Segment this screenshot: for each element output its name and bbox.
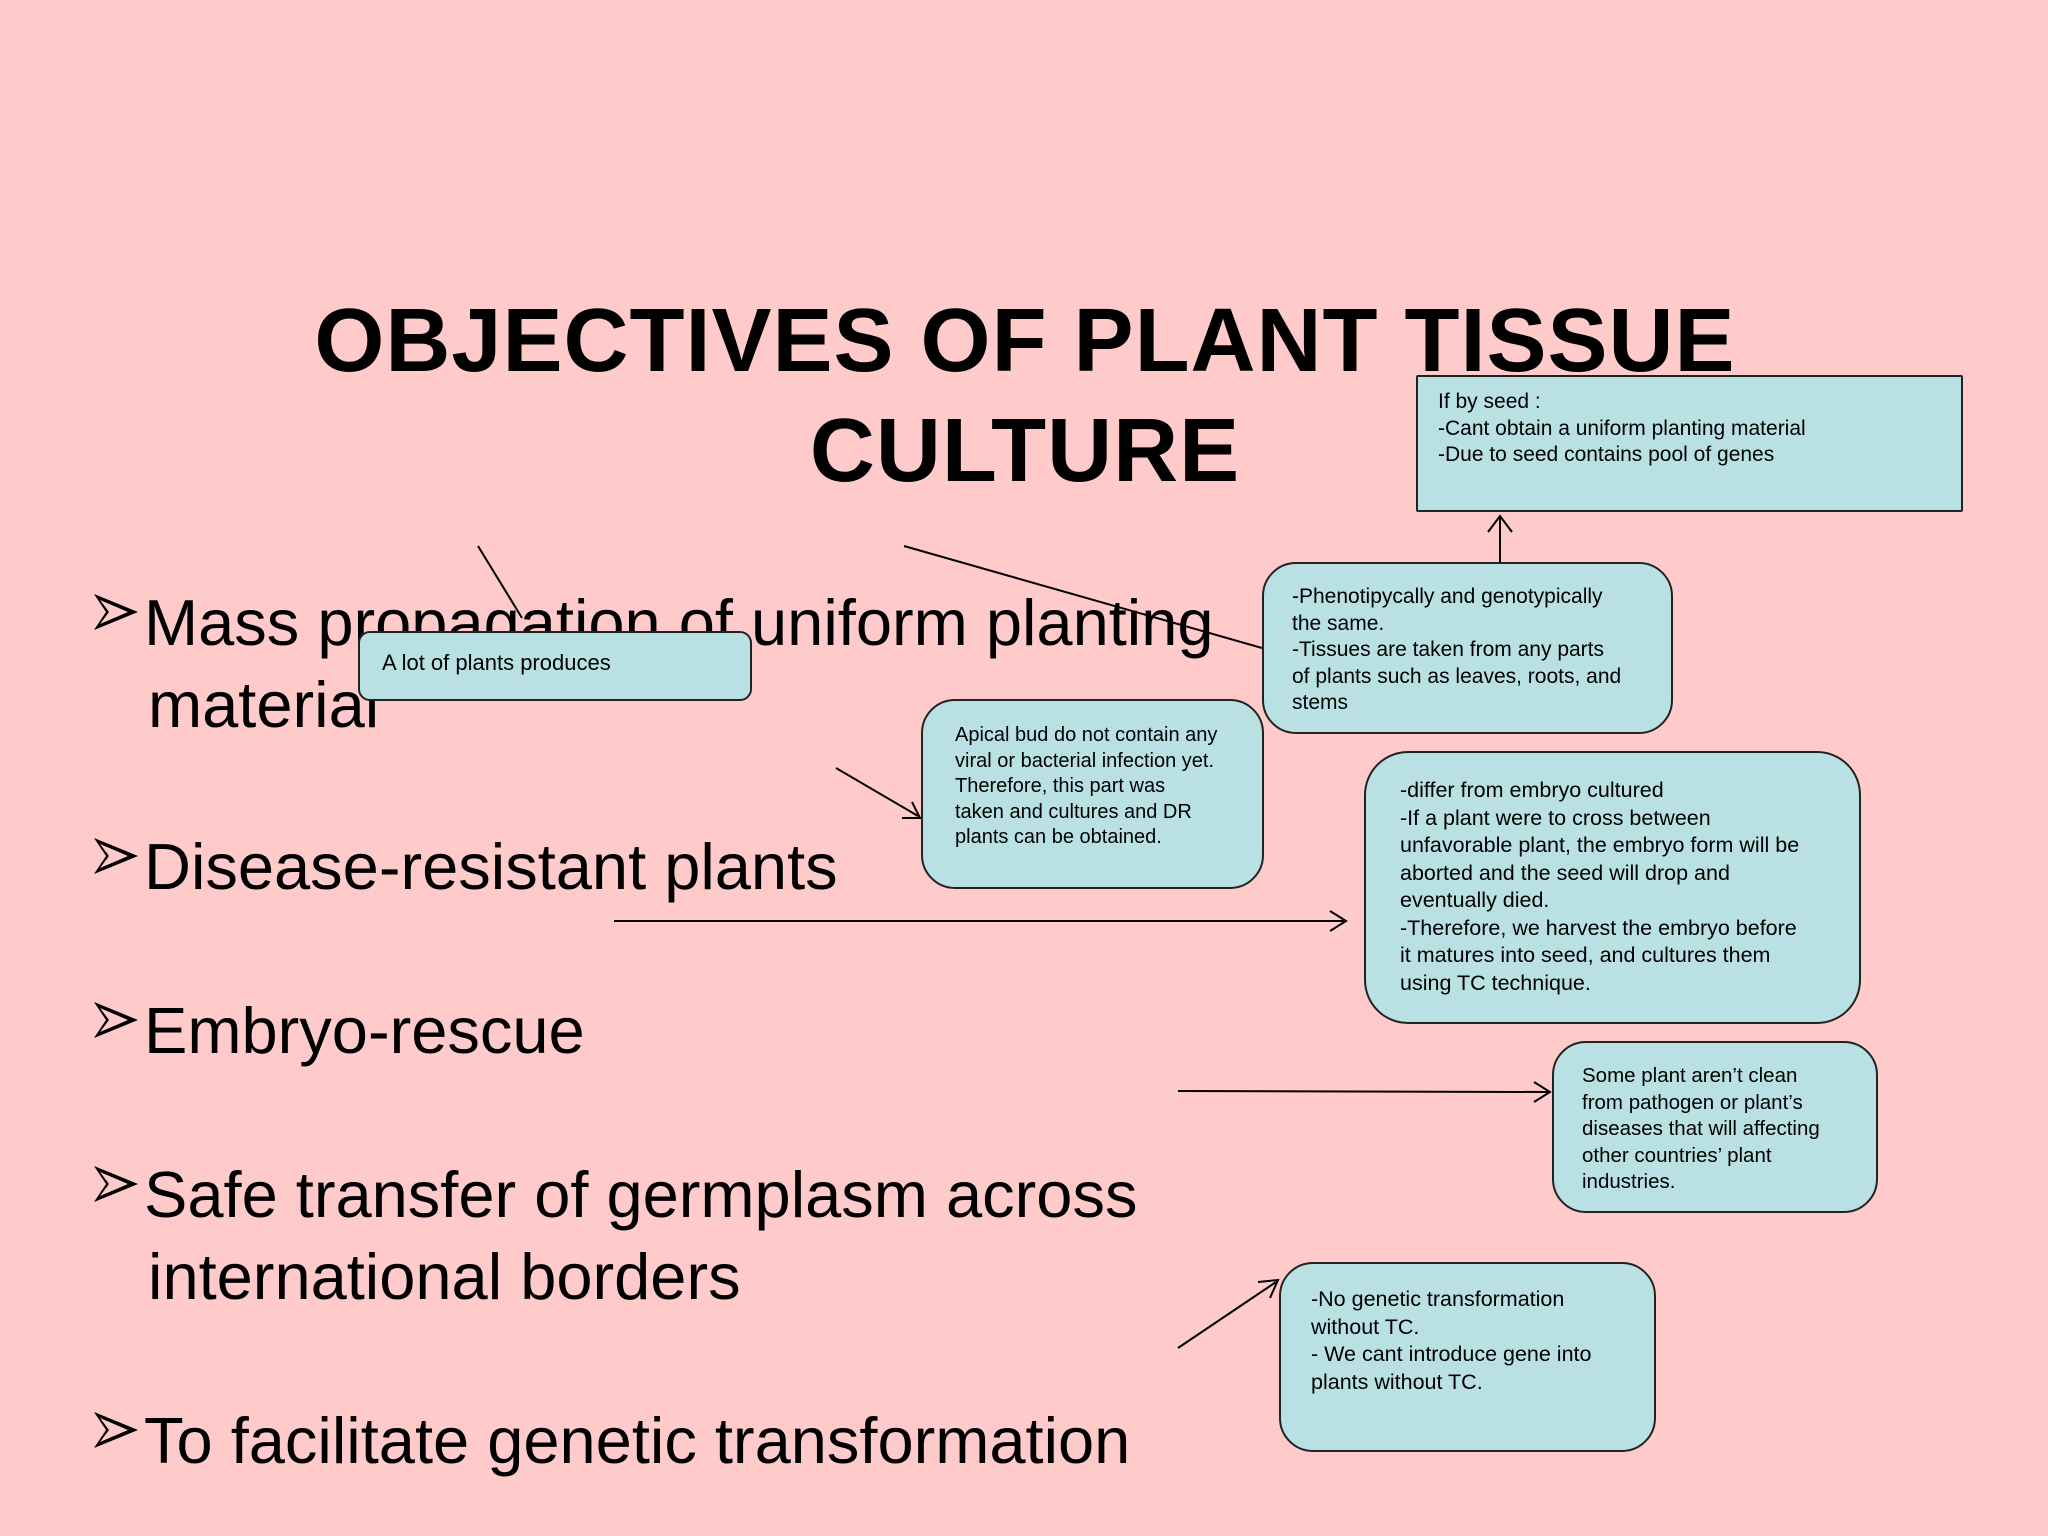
connector-line [835, 767, 919, 817]
note-text-line: diseases that will affecting [1582, 1117, 1820, 1140]
bullet-text-line: Safe transfer of germplasm across [144, 1158, 1138, 1231]
connector-line [1177, 1281, 1277, 1349]
arrowhead-icon [1257, 1278, 1280, 1299]
connector-line [1177, 1090, 1549, 1093]
bullet-safe-transfer: Safe transfer of germplasm across intern… [92, 1154, 1137, 1318]
note-text-line: -differ from embryo cultured [1400, 778, 1664, 802]
note-text-line: other countries’ plant [1582, 1143, 1772, 1167]
note-text-line: -Tissues are taken from any parts [1292, 638, 1605, 661]
note-text-line: the same. [1292, 611, 1385, 635]
note-genetic: -No genetic transformation without TC. -… [1279, 1262, 1656, 1452]
note-phenotypic: -Phenotipycally and genotypically the sa… [1262, 562, 1673, 734]
note-text-line: -If a plant were to cross between [1400, 805, 1711, 830]
note-text-line: viral or bacterial infection yet. [955, 749, 1215, 772]
note-text-line: - We cant introduce gene into [1311, 1342, 1592, 1366]
bullet-text-line: Disease-resistant plants [144, 830, 838, 903]
note-text-line: unfavorable plant, the embryo form will … [1400, 833, 1800, 857]
bullet-genetic-transformation: To facilitate genetic transformation [92, 1400, 1130, 1482]
bullet-text-line: international borders [148, 1240, 741, 1313]
arrowhead-icon [1329, 910, 1348, 932]
note-lot-of-plants: A lot of plants produces [358, 631, 752, 701]
note-text-line: plants can be obtained. [955, 826, 1162, 848]
note-text-line: it matures into seed, and cultures them [1400, 943, 1771, 967]
note-apical-bud: Apical bud do not contain any viral or b… [921, 699, 1264, 889]
bullet-arrow-icon [94, 1166, 138, 1202]
note-text-line: taken and cultures and DR [955, 800, 1192, 823]
note-text-line: If by seed : [1438, 390, 1541, 413]
note-text-line: -Due to seed contains pool of genes [1438, 443, 1775, 466]
arrowhead-icon [1487, 514, 1513, 533]
note-text-line: plants without TC. [1311, 1369, 1483, 1394]
note-text-line: -Therefore, we harvest the embryo before [1400, 915, 1797, 940]
note-text-line: -No genetic transformation [1311, 1287, 1565, 1311]
note-text-line: Some plant aren’t clean [1582, 1064, 1798, 1087]
note-text-line: -Cant obtain a uniform planting material [1438, 416, 1806, 440]
note-text-line: A lot of plants produces [382, 650, 611, 675]
note-text-line: using TC technique. [1400, 970, 1591, 995]
bullet-arrow-icon [94, 1002, 138, 1038]
bullet-embryo-rescue: Embryo-rescue [92, 990, 585, 1072]
connector-line [477, 545, 523, 619]
note-text-line: Apical bud do not contain any [955, 724, 1218, 746]
bullet-text-line: To facilitate genetic transformation [144, 1404, 1131, 1477]
bullet-arrow-icon [94, 838, 138, 874]
bullet-disease-resistant: Disease-resistant plants [92, 826, 838, 908]
bullet-arrow-icon [94, 1412, 138, 1448]
title-line-2: CULTURE [809, 401, 1241, 501]
arrowhead-icon [1533, 1081, 1552, 1103]
note-text-line: without TC. [1311, 1314, 1420, 1339]
bullet-text-line: Embryo-rescue [144, 994, 585, 1067]
note-text-line: -Phenotipycally and genotypically [1292, 585, 1603, 608]
note-text-line: industries. [1582, 1170, 1676, 1193]
arrowhead-icon [902, 801, 922, 819]
slide-title: OBJECTIVES OF PLANT TISSUE CULTURE [220, 286, 1830, 506]
note-text-line: from pathogen or plant’s [1582, 1090, 1803, 1114]
note-text-line: Therefore, this part was [955, 775, 1166, 797]
connector-line [903, 545, 1263, 649]
note-text-line: eventually died. [1400, 888, 1550, 912]
note-text-line: of plants such as leaves, roots, and [1292, 664, 1622, 688]
note-pathogen: Some plant aren’t clean from pathogen or… [1552, 1041, 1878, 1213]
note-text-line: aborted and the seed will drop and [1400, 860, 1730, 885]
bullet-text-line: material [148, 668, 380, 741]
note-text-line: stems [1292, 691, 1349, 714]
note-seed: If by seed : -Cant obtain a uniform plan… [1416, 375, 1963, 512]
title-line-1: OBJECTIVES OF PLANT TISSUE [314, 291, 1736, 391]
note-embryo: -differ from embryo cultured -If a plant… [1364, 751, 1861, 1024]
bullet-arrow-icon [94, 594, 138, 630]
